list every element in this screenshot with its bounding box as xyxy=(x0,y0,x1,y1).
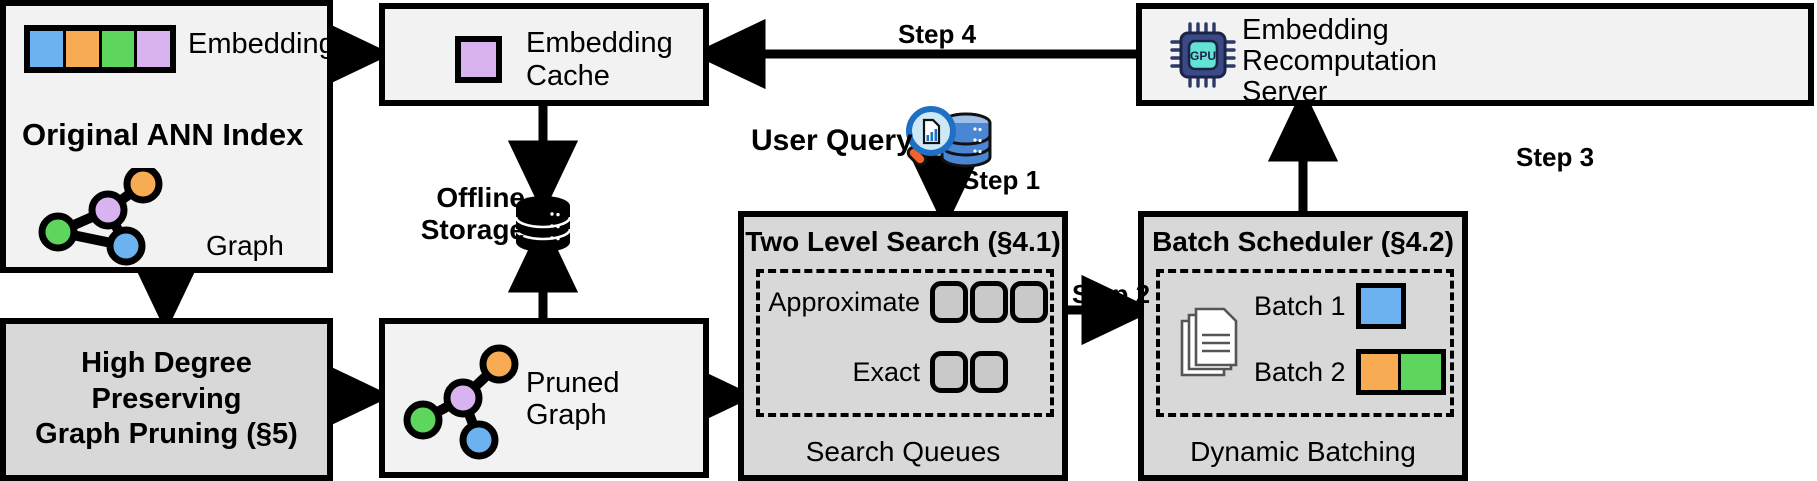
queue-label-exact: Exact xyxy=(852,356,920,387)
purple-square-icon xyxy=(455,36,502,83)
batch-chip-blue xyxy=(1360,288,1401,324)
embedding-recomputation-server-box: GPU Embedding Recomputation Server xyxy=(1136,3,1814,109)
user-query-label: User Query xyxy=(751,124,913,157)
documents-stack-icon xyxy=(1180,307,1238,377)
queue-slot xyxy=(970,351,1008,393)
batch-label-1: Batch 1 xyxy=(1254,290,1346,321)
embedding-vector-icon xyxy=(24,25,176,73)
queue-label-approximate: Approximate xyxy=(768,286,920,317)
pruned-graph-icon xyxy=(403,344,519,460)
batch-chips-2 xyxy=(1355,349,1446,395)
batch-chip-orange xyxy=(1360,354,1401,390)
two-level-search-box: Two Level Search (§4.1) Approximate Exac… xyxy=(738,211,1068,481)
graph-pruning-title: High Degree Preserving Graph Pruning (§5… xyxy=(35,347,298,451)
embedding-cell-orange xyxy=(65,31,102,67)
queue-slot xyxy=(930,351,968,393)
embedding-cell-blue xyxy=(30,31,66,67)
embedding-cell-purple xyxy=(137,31,170,67)
batch-chips-1 xyxy=(1355,283,1406,329)
batch-row-2: Batch 2 xyxy=(1254,349,1446,395)
batch-scheduler-title: Batch Scheduler (§4.2) xyxy=(1152,226,1454,257)
pruned-graph-label: Pruned Graph xyxy=(526,367,620,432)
pruned-graph-box: Pruned Graph xyxy=(379,318,709,478)
queue-row-approximate: Approximate xyxy=(768,281,1050,323)
graph-label: Graph xyxy=(206,230,284,261)
graph-pruning-box: High Degree Preserving Graph Pruning (§5… xyxy=(0,318,333,481)
original-ann-index-box: Embedding Original ANN Index Graph xyxy=(0,0,335,273)
queue-row-exact: Exact xyxy=(768,351,1010,393)
user-query-icon xyxy=(906,106,992,168)
embedding-cell-green xyxy=(101,31,138,67)
gpu-chip-icon: GPU xyxy=(1170,22,1236,88)
offline-storage-label: Offline Storage xyxy=(420,182,525,246)
dynamic-batching-footer: Dynamic Batching xyxy=(1190,435,1416,467)
gpu-icon-text: GPU xyxy=(1190,49,1216,63)
step-1-label: Step 1 xyxy=(962,165,1041,195)
ann-index-title: Original ANN Index xyxy=(22,117,304,152)
embedding-label: Embedding xyxy=(188,28,335,60)
queue-slot xyxy=(970,281,1008,323)
step-2-label: Step 2 xyxy=(1072,279,1151,309)
original-graph-icon xyxy=(38,168,163,266)
dynamic-batching-group: Batch 1 Batch 2 xyxy=(1156,269,1454,417)
embedding-cache-box: Embedding Cache xyxy=(379,3,709,106)
batch-scheduler-box: Batch Scheduler (§4.2) Batch 1 xyxy=(1138,211,1468,481)
two-level-search-title: Two Level Search (§4.1) xyxy=(745,226,1061,257)
search-queues-footer: Search Queues xyxy=(805,435,1001,467)
batch-row-1: Batch 1 xyxy=(1254,283,1406,329)
embedding-cache-label: Embedding Cache xyxy=(526,27,673,93)
batch-chip-green xyxy=(1400,354,1441,390)
queue-slot xyxy=(930,281,968,323)
batch-label-2: Batch 2 xyxy=(1254,356,1346,387)
queue-slot xyxy=(1010,281,1048,323)
step-4-label: Step 4 xyxy=(898,19,977,49)
search-queues-group: Approximate Exact xyxy=(756,269,1054,417)
step-3-label: Step 3 xyxy=(1516,142,1595,172)
recomputation-server-label: Embedding Recomputation Server xyxy=(1242,14,1438,109)
